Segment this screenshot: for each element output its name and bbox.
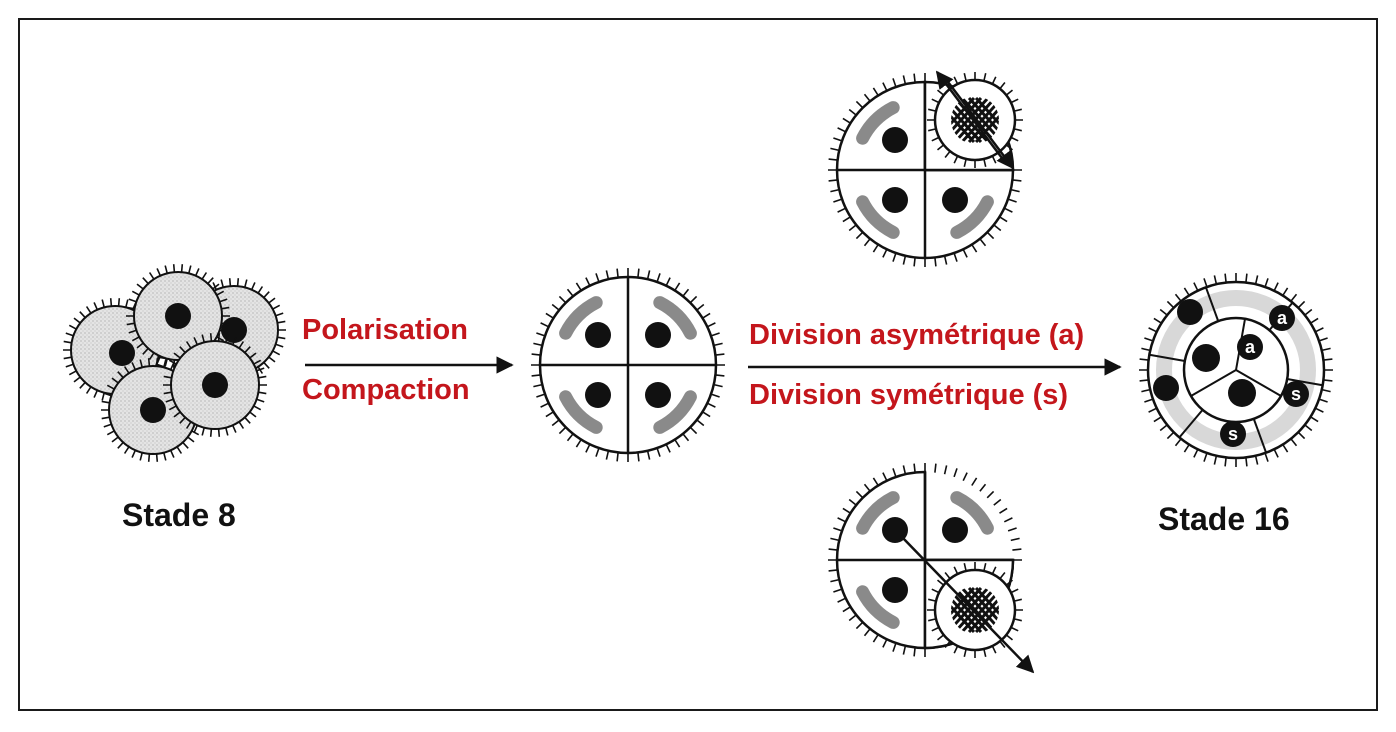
apical-domain [856, 195, 900, 239]
nucleus [585, 322, 611, 348]
nucleus [165, 303, 191, 329]
microvilli [1139, 273, 1333, 467]
spindle-arrow [900, 535, 1035, 674]
nucleus [882, 577, 908, 603]
marker-a-outer-text: a [1277, 308, 1288, 328]
microvilli [828, 463, 1022, 657]
nucleus [645, 382, 671, 408]
cell-boundary [1287, 378, 1323, 387]
apical-domain [950, 491, 994, 535]
cell-boundary [1235, 369, 1282, 397]
spindle-arrow [935, 70, 1006, 163]
nucleus [1153, 375, 1179, 401]
marker-s-right: s [1283, 381, 1309, 407]
label-polarisation: Polarisation [302, 314, 468, 346]
symmetric-division-figure [828, 463, 1035, 674]
nucleus [645, 322, 671, 348]
apical-domain [950, 195, 994, 239]
nucleus [202, 372, 228, 398]
nucleus [882, 187, 908, 213]
cell-boundary [1149, 353, 1185, 362]
cytoskeleton-mesh [951, 586, 999, 634]
microvilli [163, 333, 267, 437]
asymmetric-division-figure [828, 70, 1023, 267]
nucleus [1177, 299, 1203, 325]
nucleus [942, 517, 968, 543]
marker-s-bottom: s [1220, 421, 1246, 447]
apical-domain [856, 101, 900, 145]
apical-domain [856, 585, 900, 629]
nucleus [585, 382, 611, 408]
nucleus [221, 317, 247, 343]
microvilli [531, 268, 725, 462]
marker-a-inner: a [1237, 334, 1263, 360]
label-stade-8: Stade 8 [122, 497, 236, 533]
apical-domain [856, 491, 900, 535]
nucleus [882, 127, 908, 153]
label-stade-16: Stade 16 [1158, 501, 1290, 537]
apical-domain [559, 390, 603, 434]
stage-8-cluster [63, 264, 286, 462]
nucleus [942, 187, 968, 213]
label-division-symetrique: Division symétrique (s) [749, 379, 1069, 411]
microvilli [927, 562, 1023, 658]
cell-boundary [1178, 409, 1204, 439]
cell-boundary [1204, 286, 1220, 322]
spindle-arrow [944, 77, 1015, 170]
marker-s-right-text: s [1291, 384, 1301, 404]
diagram-frame [18, 18, 1378, 711]
apical-domain [653, 296, 697, 340]
marker-a-inner-text: a [1245, 337, 1256, 357]
apical-domain [653, 390, 697, 434]
apical-domain [559, 296, 603, 340]
nucleus [109, 340, 135, 366]
microvilli [927, 72, 1023, 168]
marker-s-bottom-text: s [1228, 424, 1238, 444]
nucleus [1228, 379, 1256, 407]
label-compaction: Compaction [302, 374, 470, 406]
cytoskeleton-mesh [951, 96, 999, 144]
nucleus [140, 397, 166, 423]
microvilli [828, 73, 1022, 267]
cell-boundary [1190, 369, 1237, 397]
compacted-morula [531, 268, 725, 462]
cell-boundary [1252, 418, 1268, 454]
marker-a-outer: a [1269, 305, 1295, 331]
label-division-asymetrique: Division asymétrique (a) [749, 319, 1085, 351]
nucleus [1192, 344, 1220, 372]
stage8-cell [163, 333, 267, 437]
